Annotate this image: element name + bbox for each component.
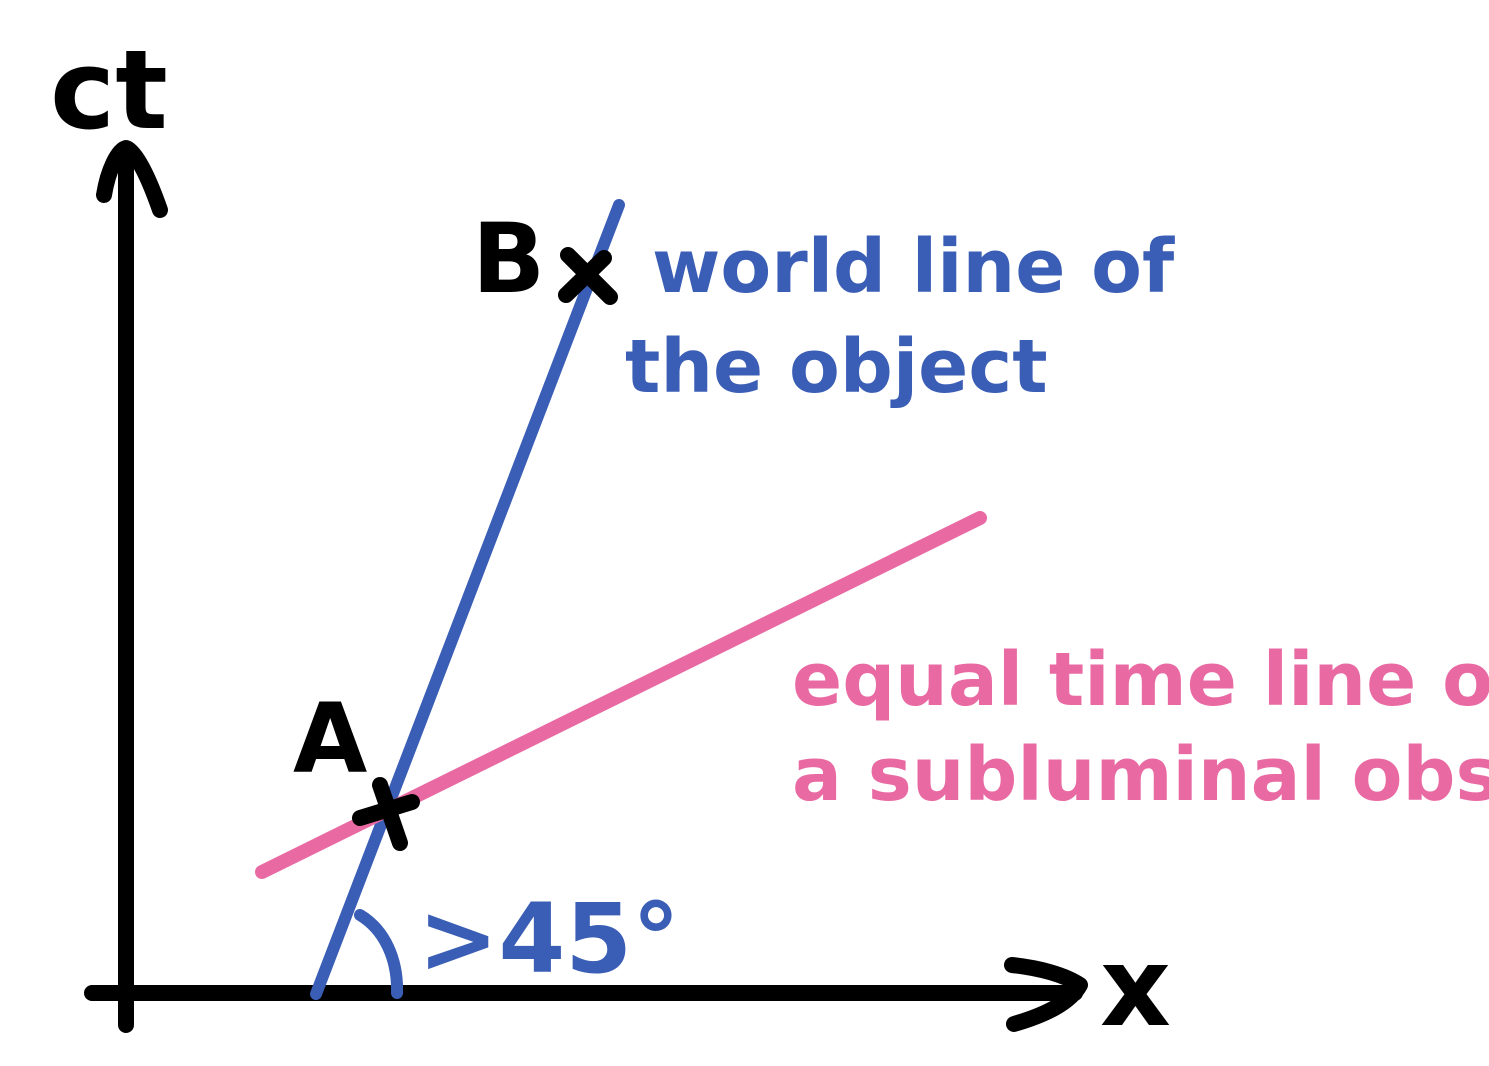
- point-b-label: B: [472, 203, 545, 315]
- ct-axis-label: ct: [50, 26, 168, 154]
- angle-arc: [354, 909, 404, 999]
- angle-label: >45°: [418, 883, 680, 995]
- world-line: [310, 199, 625, 1000]
- event-b-marker: [558, 247, 618, 305]
- ct-axis-arrowhead: [96, 140, 168, 218]
- axes: [84, 140, 1088, 1033]
- x-axis-arrowhead: [1004, 957, 1088, 1032]
- equal-time-note-line2: a subluminal observer: [792, 732, 1489, 818]
- point-a-label: A: [293, 683, 367, 795]
- equal-time-note-line1: equal time line of: [792, 637, 1489, 723]
- event-a-marker: [352, 777, 420, 851]
- world-line-note-line1: world line of: [652, 224, 1175, 310]
- x-axis-label: x: [1100, 923, 1171, 1051]
- world-line-note-line2: the object: [625, 324, 1048, 410]
